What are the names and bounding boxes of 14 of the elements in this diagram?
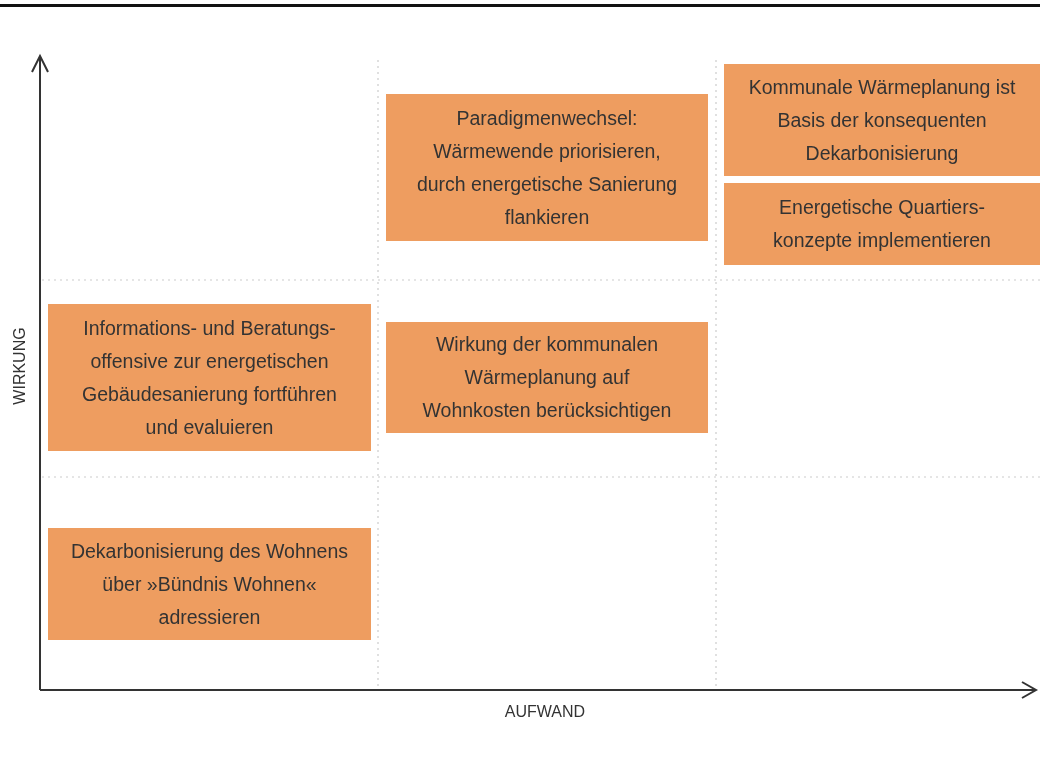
box-text: Dekarbonisierung des Wohnens über »Bündnis Wohnen« adressieren bbox=[70, 538, 349, 630]
box-text: Informations- und Beratungs-offensive zur energetischen Gebäudesanierung fortführen und evaluieren bbox=[81, 315, 338, 440]
box-text: Kommunale Wärmeplanung ist Basis der konsequenten Dekarbonisierung bbox=[747, 74, 1017, 166]
action-box bbox=[386, 322, 708, 433]
action-box bbox=[48, 528, 371, 640]
axis-label: AUFWAND bbox=[504, 703, 586, 721]
action-box bbox=[48, 304, 371, 451]
axis-label: WIRKUNG bbox=[11, 327, 29, 405]
action-box bbox=[724, 183, 1040, 265]
box-text: Wirkung der kommunalen Wärmeplanung auf Wohnkosten berücksichtigen bbox=[421, 332, 673, 423]
box-text: Energetische Quartiers-konzepte implementieren bbox=[772, 195, 992, 253]
box-text: Paradigmenwechsel: Wärmewende priorisieren, durch energetische Sanierung flankieren bbox=[415, 105, 679, 230]
action-box bbox=[724, 64, 1040, 176]
action-box bbox=[386, 94, 708, 241]
